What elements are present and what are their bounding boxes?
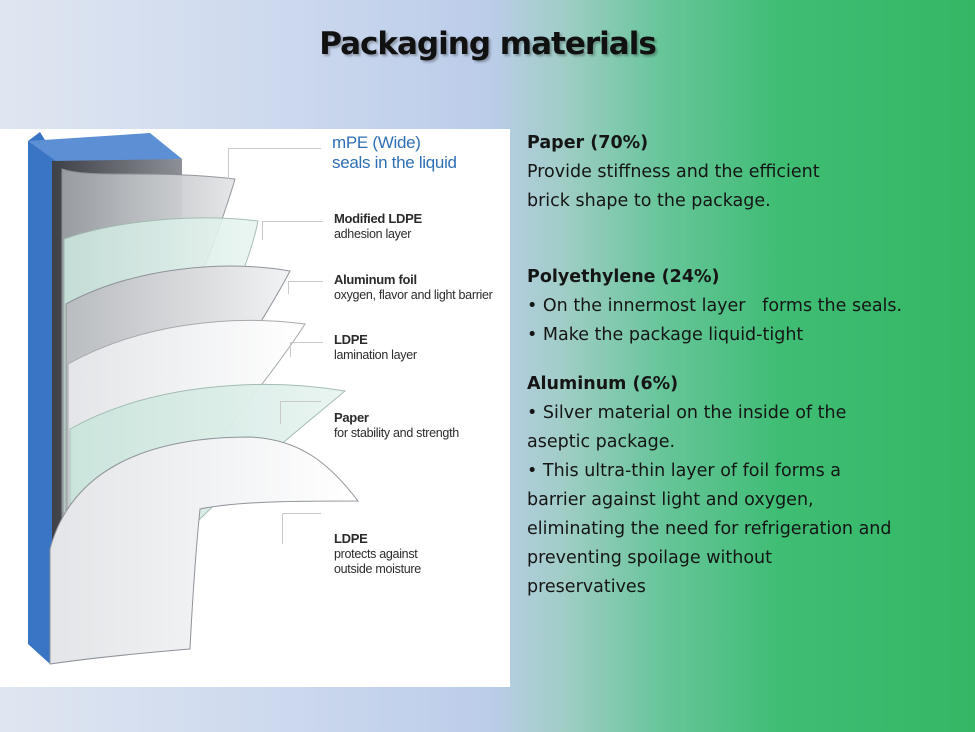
label-ldpe-lamination-name: LDPE [334,332,368,347]
label-mpe: mPE (Wide) seals in the liquid [332,133,457,174]
layers-diagram: mPE (Wide) seals in the liquid Modified … [0,129,510,687]
section-line: • On the innermost layer forms the seals… [527,296,903,316]
section-line: • Make the package liquid-tight [527,325,804,345]
label-paper-desc: for stability and strength [334,425,459,440]
section-line: barrier against light and oxygen, [527,490,814,510]
section-heading: Aluminum (6%) [527,374,679,394]
connector-paper [280,401,321,424]
layer-ldpe-outer [49,436,360,665]
label-modified-ldpe: Modified LDPE adhesion layer [334,211,422,242]
connector-ldpe-outer [282,513,321,544]
label-aluminum-foil: Aluminum foil oxygen, flavor and light b… [334,272,493,303]
label-ldpe-lamination: LDPE lamination layer [334,332,417,363]
section-line: • Silver material on the inside of the [527,403,847,423]
connector-mpe [228,148,321,179]
section-polyethylene: Polyethylene (24%) • On the innermost la… [527,263,967,350]
section-paper: Paper (70%) Provide stiffness and the ef… [527,129,967,216]
carton-top-fold [28,133,182,164]
section-line: Provide stiffness and the efficient [527,162,820,182]
label-mpe-desc: seals in the liquid [332,153,457,173]
connector-ldpe-lamination [290,342,323,357]
label-paper: Paper for stability and strength [334,410,459,441]
layers-illustration [28,132,360,665]
section-line: eliminating the need for refrigeration a… [527,519,892,539]
section-heading: Polyethylene (24%) [527,267,720,287]
slide-title: Packaging materials [319,26,657,62]
label-ldpe-outer-name: LDPE [334,531,368,546]
label-modified-ldpe-name: Modified LDPE [334,211,422,226]
label-aluminum-foil-name: Aluminum foil [334,272,417,287]
section-line: aseptic package. [527,432,676,452]
section-line: • This ultra-thin layer of foil forms a [527,461,841,481]
label-ldpe-outer-desc: protects against outside moisture [334,546,421,576]
section-line: preventing spoilage without [527,548,772,568]
description-panel: Paper (70%) Provide stiffness and the ef… [527,129,967,602]
label-paper-name: Paper [334,410,369,425]
label-mpe-name: mPE (Wide) [332,133,421,152]
label-aluminum-foil-desc: oxygen, flavor and light barrier [334,287,493,302]
section-aluminum: Aluminum (6%) • Silver material on the i… [527,370,967,602]
section-line: preservatives [527,577,646,597]
connector-aluminum-foil [288,281,323,294]
label-modified-ldpe-desc: adhesion layer [334,226,412,241]
section-line: brick shape to the package. [527,191,771,211]
label-ldpe-outer: LDPE protects against outside moisture [334,531,454,577]
connector-modified-ldpe [262,221,323,240]
label-ldpe-lamination-desc: lamination layer [334,347,417,362]
section-heading: Paper (70%) [527,133,649,153]
